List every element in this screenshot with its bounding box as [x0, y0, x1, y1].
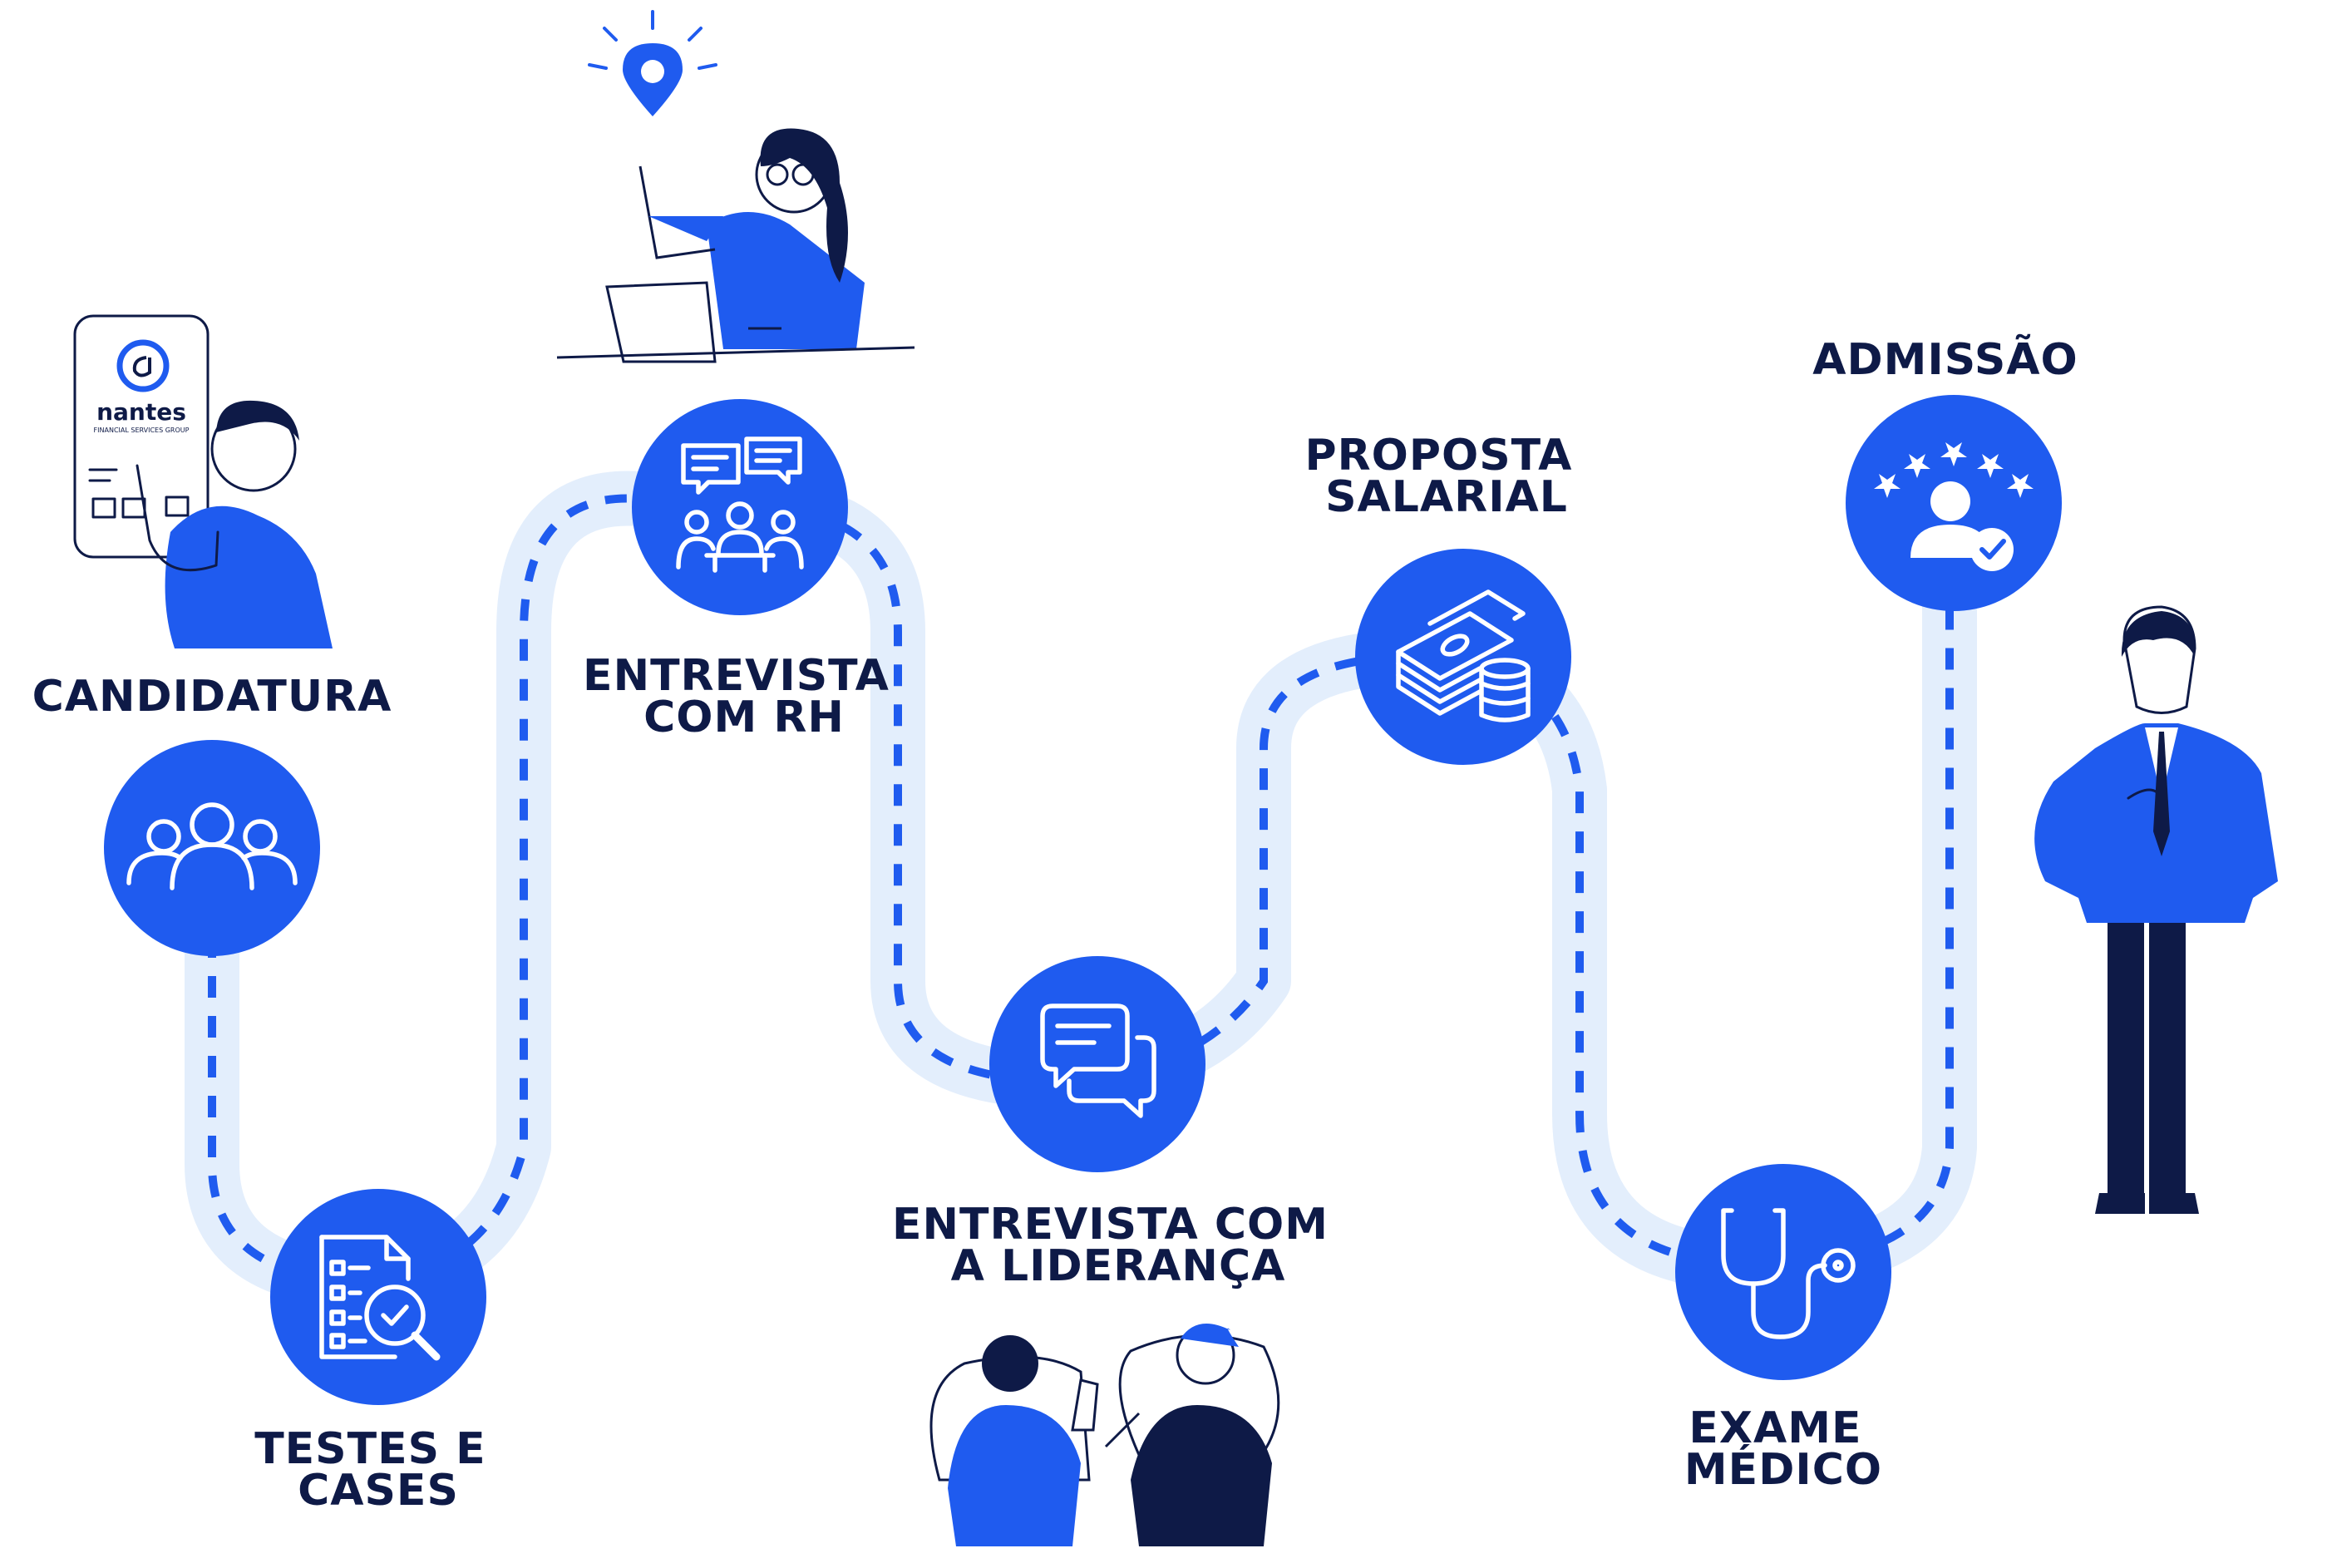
- svg-text:PROPOSTA SALARIAL: PROPOSTA SALARIAL: [1305, 431, 1589, 522]
- nantes-logo-icon: [116, 339, 170, 392]
- svg-text:ENTREVISTA COM RH: ENTREVISTA COM RH: [583, 651, 905, 742]
- proposta-circle: [1355, 549, 1571, 765]
- user-rating-check-icon: [1874, 442, 2034, 571]
- exame-label-line1: EXAME: [1689, 1403, 1861, 1453]
- proposta-label-line1: PROPOSTA: [1305, 431, 1573, 481]
- entrevista-lideranca-circle: [989, 956, 1205, 1172]
- svg-text:TESTES E CASES: TESTES E CASES: [254, 1424, 502, 1516]
- exame-label-line2: MÉDICO: [1684, 1444, 1882, 1495]
- exame-circle: [1675, 1164, 1891, 1380]
- woman-at-laptop-illustration: [556, 10, 915, 363]
- idea-location-pin-icon: [588, 10, 717, 116]
- candidatura-circle: [104, 740, 320, 956]
- entrevista-rh-label-line2: COM RH: [643, 693, 845, 742]
- step-proposta-salarial: PROPOSTA SALARIAL: [1305, 431, 1589, 765]
- money-coins-icon: [1396, 589, 1531, 722]
- nantes-logo-text: nantes: [96, 398, 186, 426]
- step-testes-e-cases: TESTES E CASES: [254, 1189, 502, 1516]
- proposta-label-line2: SALARIAL: [1325, 472, 1568, 522]
- testes-circle: [270, 1189, 486, 1405]
- step-exame-medico: EXAME MÉDICO: [1675, 1164, 1891, 1495]
- step-entrevista-lideranca: ENTREVISTA COM A LIDERANÇA: [892, 956, 1344, 1291]
- testes-label-line2: CASES: [298, 1466, 459, 1516]
- step-admissao: ADMISSÃO: [1812, 334, 2078, 611]
- svg-text:EXAME MÉDICO: EXAME MÉDICO: [1684, 1403, 1882, 1495]
- svg-text:ADMISSÃO: ADMISSÃO: [1812, 334, 2078, 385]
- candidate-with-phone-illustration: nantes FINANCIAL SERVICES GROUP: [73, 314, 333, 648]
- entrevista-rh-label-line1: ENTREVISTA: [583, 651, 890, 701]
- checklist-search-icon: [319, 1235, 441, 1361]
- meeting-chat-icon: [676, 436, 804, 573]
- entrevista-lideranca-label-line1: ENTREVISTA COM: [892, 1200, 1329, 1250]
- step-entrevista-rh: ENTREVISTA COM RH: [583, 399, 905, 742]
- admissao-label: ADMISSÃO: [1812, 334, 2078, 385]
- candidatura-label: CANDIDATURA: [32, 672, 392, 722]
- two-men-talking-illustration: [929, 1324, 1280, 1546]
- entrevista-rh-circle: [632, 399, 848, 615]
- chat-bubbles-icon: [1040, 1003, 1156, 1118]
- nantes-logo-subtext: FINANCIAL SERVICES GROUP: [94, 427, 190, 434]
- svg-text:CANDIDATURA: CANDIDATURA: [32, 672, 392, 722]
- stethoscope-icon: [1721, 1208, 1856, 1339]
- testes-label-line1: TESTES E: [254, 1424, 486, 1474]
- svg-text:ENTREVISTA COM A LIDERAN: ENTREVISTA COM A LIDERANÇA: [892, 1200, 1344, 1291]
- man-in-suit-illustration: [2034, 605, 2278, 1214]
- entrevista-lideranca-label-line2: A LIDERANÇA: [951, 1241, 1286, 1291]
- group-people-icon: [126, 802, 298, 890]
- step-candidatura: CANDIDATURA: [32, 672, 392, 956]
